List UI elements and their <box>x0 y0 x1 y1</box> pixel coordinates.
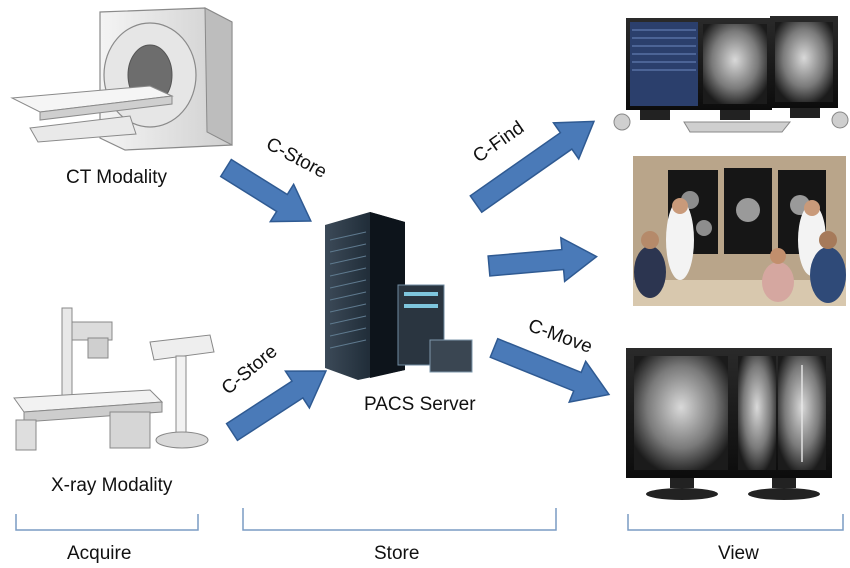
bracket-store <box>242 508 557 531</box>
pacs-server-label: PACS Server <box>364 394 476 415</box>
arrow-to-reading-room <box>487 236 598 283</box>
stage-view-label: View <box>718 543 759 564</box>
bracket-view <box>627 514 844 531</box>
stage-acquire-label: Acquire <box>67 543 132 564</box>
arrow-c-move <box>489 337 611 404</box>
xray-modality-label: X-ray Modality <box>51 475 173 496</box>
bracket-acquire <box>15 514 199 531</box>
ct-modality-label: CT Modality <box>66 167 168 188</box>
arrow-ct-store <box>219 158 312 223</box>
xray-machine-image <box>13 307 215 451</box>
stage-store-label: Store <box>374 543 420 564</box>
diagnostic-monitors-image <box>626 348 832 500</box>
pacs-server-image <box>325 212 473 380</box>
reading-room-image <box>633 156 846 306</box>
arrow-xray-store <box>225 370 328 442</box>
ct-scanner-image <box>10 7 233 151</box>
arrow-c-find <box>469 120 596 214</box>
workstation-monitors-image <box>613 16 849 133</box>
